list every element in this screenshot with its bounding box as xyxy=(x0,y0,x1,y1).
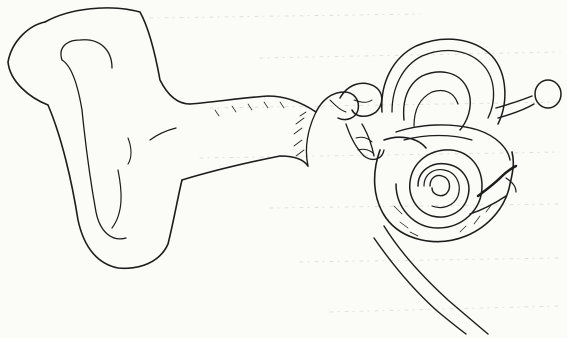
outer-ear xyxy=(8,8,190,268)
eustachian-tube xyxy=(374,226,488,334)
ossicles xyxy=(316,83,384,159)
ear-canal xyxy=(182,96,316,180)
semicircular-canals xyxy=(382,39,510,160)
bleed-through-lines xyxy=(150,14,560,312)
vestibular-nerve xyxy=(496,80,561,118)
cochlea xyxy=(375,137,516,241)
nerve-bulb xyxy=(535,80,561,108)
